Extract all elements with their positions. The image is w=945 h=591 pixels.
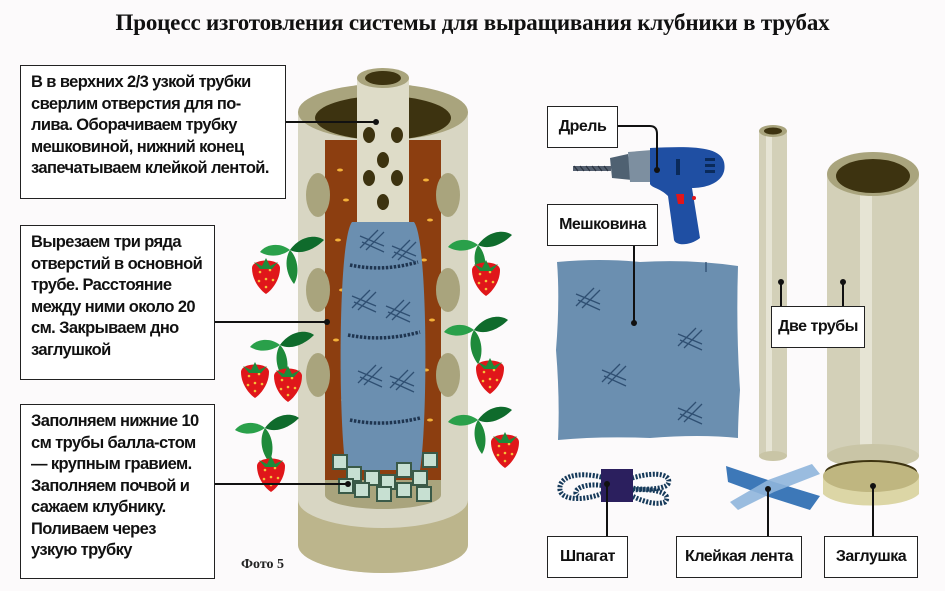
pipes-label: Две трубы <box>771 306 865 348</box>
step-2-note: Вырезаем три ряда отверстий в основной т… <box>20 225 215 380</box>
drill-label-text: Дрель <box>558 118 607 135</box>
drill-illustration <box>573 147 725 245</box>
twine-label-text: Шпагат <box>559 548 616 565</box>
step-2-text: Вырезаем три ряда отверстий в основной т… <box>31 233 203 359</box>
main-pipe <box>298 68 468 573</box>
page-title: Процесс изготовления системы для выращив… <box>115 10 830 35</box>
cap-label-text: Заглушка <box>835 548 907 565</box>
twine-illustration <box>557 471 672 506</box>
cap-illustration <box>823 460 919 506</box>
drill-label: Дрель <box>547 106 618 148</box>
twine-label: Шпагат <box>547 536 628 578</box>
photo-caption: Фото 5 <box>241 557 285 572</box>
step-3-text: Заполняем нижние 10 см трубы балла-стом … <box>31 412 199 559</box>
burlap-label: Мешковина <box>547 204 658 246</box>
tape-label-text: Клейкая лента <box>685 548 793 565</box>
step-1-text: В в верхних 2/3 узкой трубки сверлим отв… <box>31 73 269 177</box>
step-1-note: В в верхних 2/3 узкой трубки сверлим отв… <box>20 65 286 199</box>
step-3-note: Заполняем нижние 10 см трубы балла-стом … <box>20 404 215 579</box>
pipes-illustration <box>759 125 919 468</box>
pipes-label-text: Две трубы <box>778 318 858 335</box>
tape-label: Клейкая лента <box>676 536 802 578</box>
burlap-label-text: Мешковина <box>559 216 646 233</box>
burlap-illustration <box>556 260 740 440</box>
cap-label: Заглушка <box>824 536 918 578</box>
tape-illustration <box>726 464 820 510</box>
